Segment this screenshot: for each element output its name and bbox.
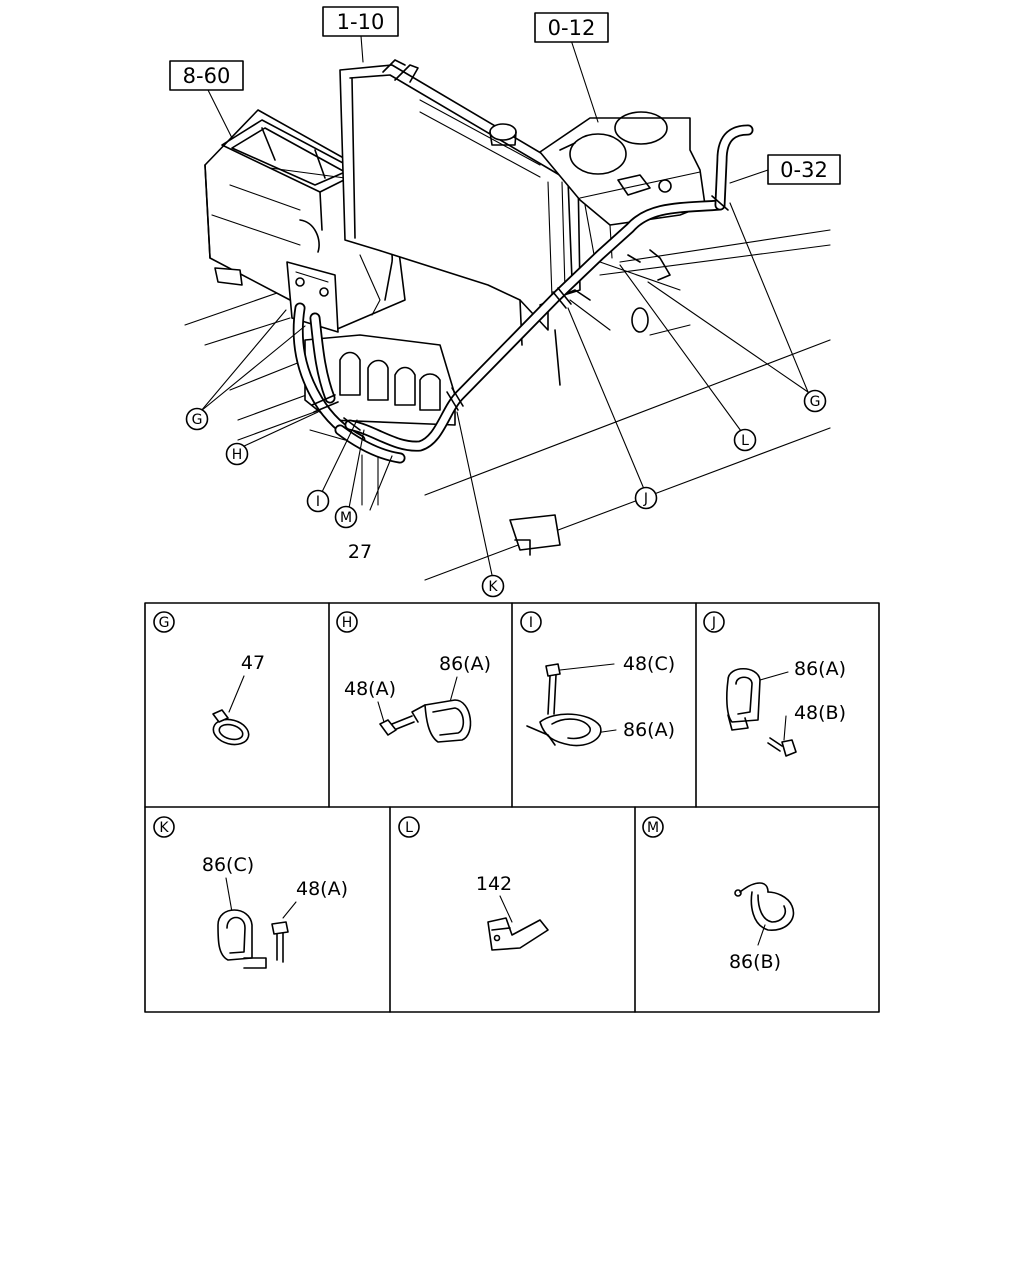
detail-h-label: H: [336, 611, 358, 633]
svg-text:I: I: [529, 615, 533, 631]
hose-clamp-47: [212, 709, 250, 746]
detail-j: J 86(A) 48(B): [703, 611, 846, 757]
detail-l: L 142: [398, 816, 549, 951]
callout-h[interactable]: H: [225, 442, 249, 466]
clip-86c: [217, 909, 267, 969]
clip-86a-j: [726, 667, 761, 731]
detail-j-label: J: [703, 611, 725, 633]
part-number-48a-k[interactable]: 48(A): [296, 878, 348, 900]
svg-text:M: M: [340, 510, 352, 526]
svg-text:G: G: [810, 394, 821, 410]
engine-block: [539, 111, 706, 386]
detail-m-label: M: [642, 816, 664, 838]
bolt-48b: [767, 737, 797, 757]
detail-g-label: G: [153, 611, 175, 633]
callout-g-left[interactable]: G: [185, 407, 209, 431]
reference-box-0-32[interactable]: 0-32: [767, 154, 841, 185]
detail-k-label: K: [153, 816, 175, 838]
reference-box-8-60[interactable]: 8-60: [169, 60, 244, 91]
clip-86a-i: [526, 713, 602, 747]
frame-rail-lines: [184, 229, 831, 581]
svg-text:G: G: [192, 412, 203, 428]
part-number-47[interactable]: 47: [241, 652, 265, 674]
bolt-48c: [545, 663, 561, 715]
reference-box-0-12[interactable]: 0-12: [534, 12, 609, 43]
part-number-86b[interactable]: 86(B): [729, 951, 781, 973]
svg-text:H: H: [232, 447, 243, 463]
heater-hose: [292, 124, 754, 464]
part-number-142[interactable]: 142: [476, 873, 512, 895]
assembly-illustration: 1-10 0-12 8-60 0-32 G G H I: [169, 6, 841, 598]
detail-h: H 86(A) 48(A): [336, 611, 491, 743]
svg-text:0-32: 0-32: [780, 158, 828, 182]
radiator: [339, 59, 581, 346]
lower-block: [304, 334, 561, 556]
clip-86a-h: [411, 699, 472, 743]
callout-m[interactable]: M: [334, 505, 358, 529]
detail-i-label: I: [520, 611, 542, 633]
part-number-48c[interactable]: 48(C): [623, 653, 675, 675]
callout-k[interactable]: K: [481, 574, 505, 598]
callout-g-right[interactable]: G: [803, 389, 827, 413]
bolt-48a-k: [271, 921, 289, 963]
part-number-48b[interactable]: 48(B): [794, 702, 846, 724]
detail-g: G 47: [153, 611, 265, 746]
svg-text:J: J: [643, 491, 648, 507]
callout-i[interactable]: I: [306, 489, 330, 513]
svg-text:J: J: [711, 615, 716, 631]
detail-m: M 86(B): [642, 816, 795, 973]
detail-k: K 86(C) 48(A): [153, 816, 348, 969]
svg-text:M: M: [647, 820, 659, 836]
part-number-48a-h[interactable]: 48(A): [344, 678, 396, 700]
svg-text:K: K: [159, 820, 169, 836]
part-number-86a-i[interactable]: 86(A): [623, 719, 675, 741]
svg-text:8-60: 8-60: [183, 64, 231, 88]
bolt-48a-h: [379, 715, 415, 736]
bracket-142: [487, 917, 549, 951]
svg-text:L: L: [741, 433, 749, 449]
detail-grid: [144, 602, 880, 1013]
svg-text:K: K: [488, 579, 498, 595]
detail-l-label: L: [398, 816, 420, 838]
detail-i: I 48(C) 86(A): [520, 611, 675, 747]
part-number-86c[interactable]: 86(C): [202, 854, 254, 876]
part-number-86a-j[interactable]: 86(A): [794, 658, 846, 680]
reference-box-1-10[interactable]: 1-10: [322, 6, 399, 37]
svg-text:G: G: [159, 615, 170, 631]
callout-j[interactable]: J: [634, 486, 658, 510]
svg-text:1-10: 1-10: [337, 10, 385, 34]
svg-text:I: I: [316, 494, 320, 510]
part-number-27[interactable]: 27: [348, 541, 372, 563]
svg-text:H: H: [342, 615, 353, 631]
svg-text:L: L: [405, 820, 413, 836]
callout-l[interactable]: L: [733, 428, 757, 452]
clip-86b: [734, 882, 795, 931]
leader-lines: [200, 35, 809, 576]
part-number-86a-h[interactable]: 86(A): [439, 653, 491, 675]
svg-text:0-12: 0-12: [548, 16, 596, 40]
